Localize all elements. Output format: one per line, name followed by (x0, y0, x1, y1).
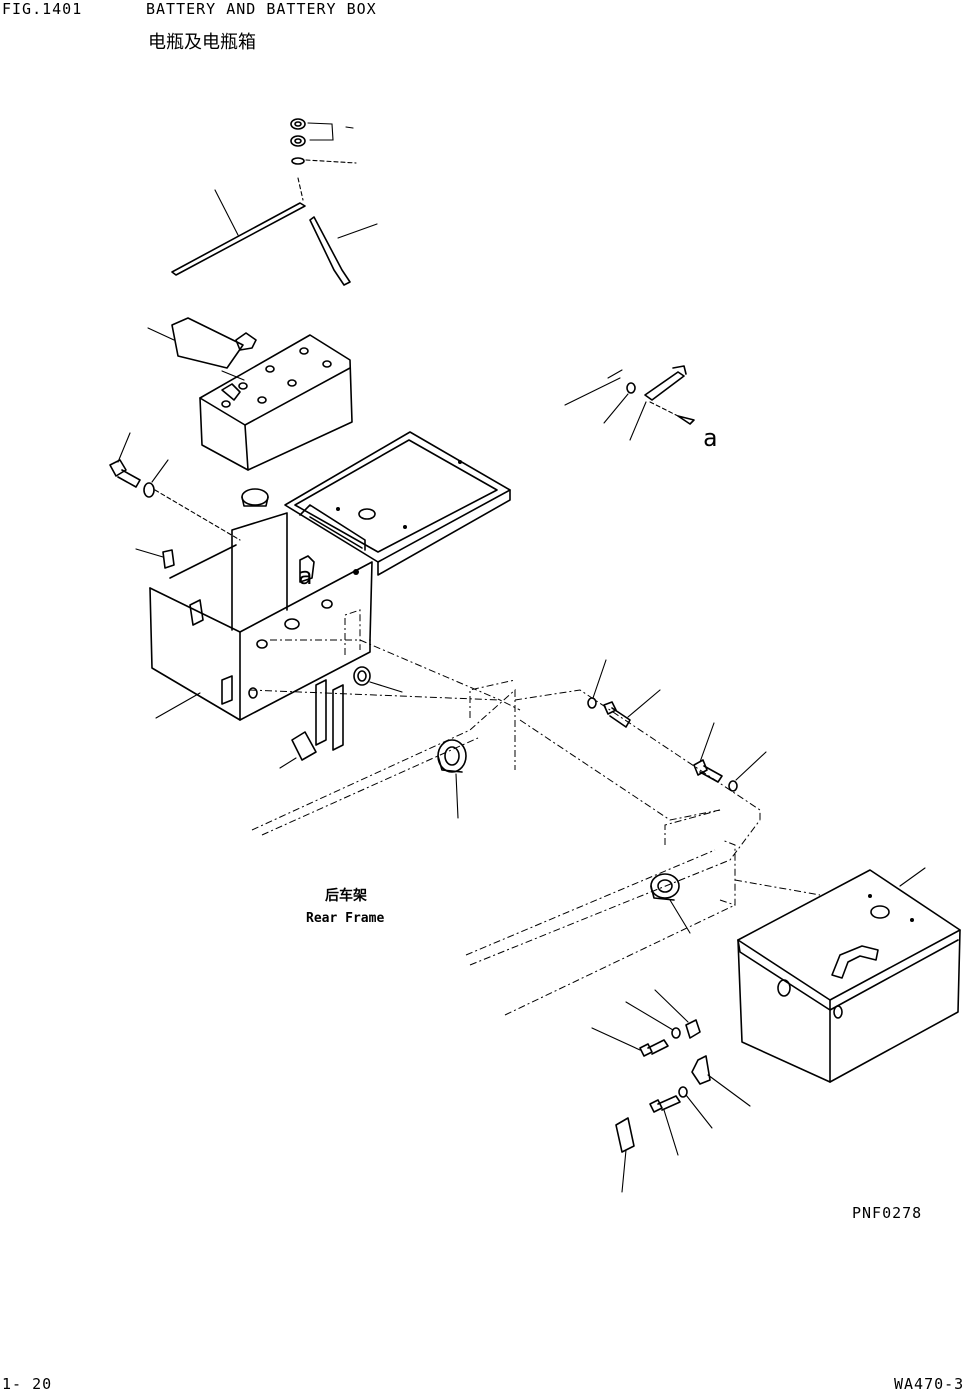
page-number: 1- 20 (2, 1375, 53, 1393)
figure-number: FIG.1401 (2, 0, 83, 18)
detail-marker-left: a (298, 562, 312, 590)
model-code: WA470-3 (894, 1375, 965, 1393)
rubber-mount-left (437, 739, 467, 819)
mounting-brackets (279, 666, 403, 769)
left-bolt-and-washer (109, 432, 241, 541)
right-bolts-and-washers (587, 659, 767, 792)
rear-frame-phantom (249, 609, 821, 1016)
battery-box-left (135, 512, 373, 721)
battery (147, 317, 353, 471)
cap-plug (241, 488, 269, 507)
drawing-code: PNF0278 (852, 1204, 923, 1222)
battery-box-right (737, 867, 961, 1083)
rear-frame-label-english: Rear Frame (306, 911, 385, 926)
battery-hold-down-hardware (171, 118, 378, 286)
cable-terminal-detail (564, 365, 695, 441)
detail-markers: a a (298, 424, 717, 590)
figure-title-chinese: 电瓶及电瓶箱 (148, 32, 256, 53)
battery-tray (284, 431, 511, 576)
detail-marker-right: a (703, 424, 717, 452)
rubber-mount-right (650, 873, 691, 934)
figure-title-english: BATTERY AND BATTERY BOX (146, 0, 377, 18)
rear-frame-label-chinese: 后车架 (325, 888, 367, 904)
lower-clips-and-bolts (591, 989, 751, 1193)
